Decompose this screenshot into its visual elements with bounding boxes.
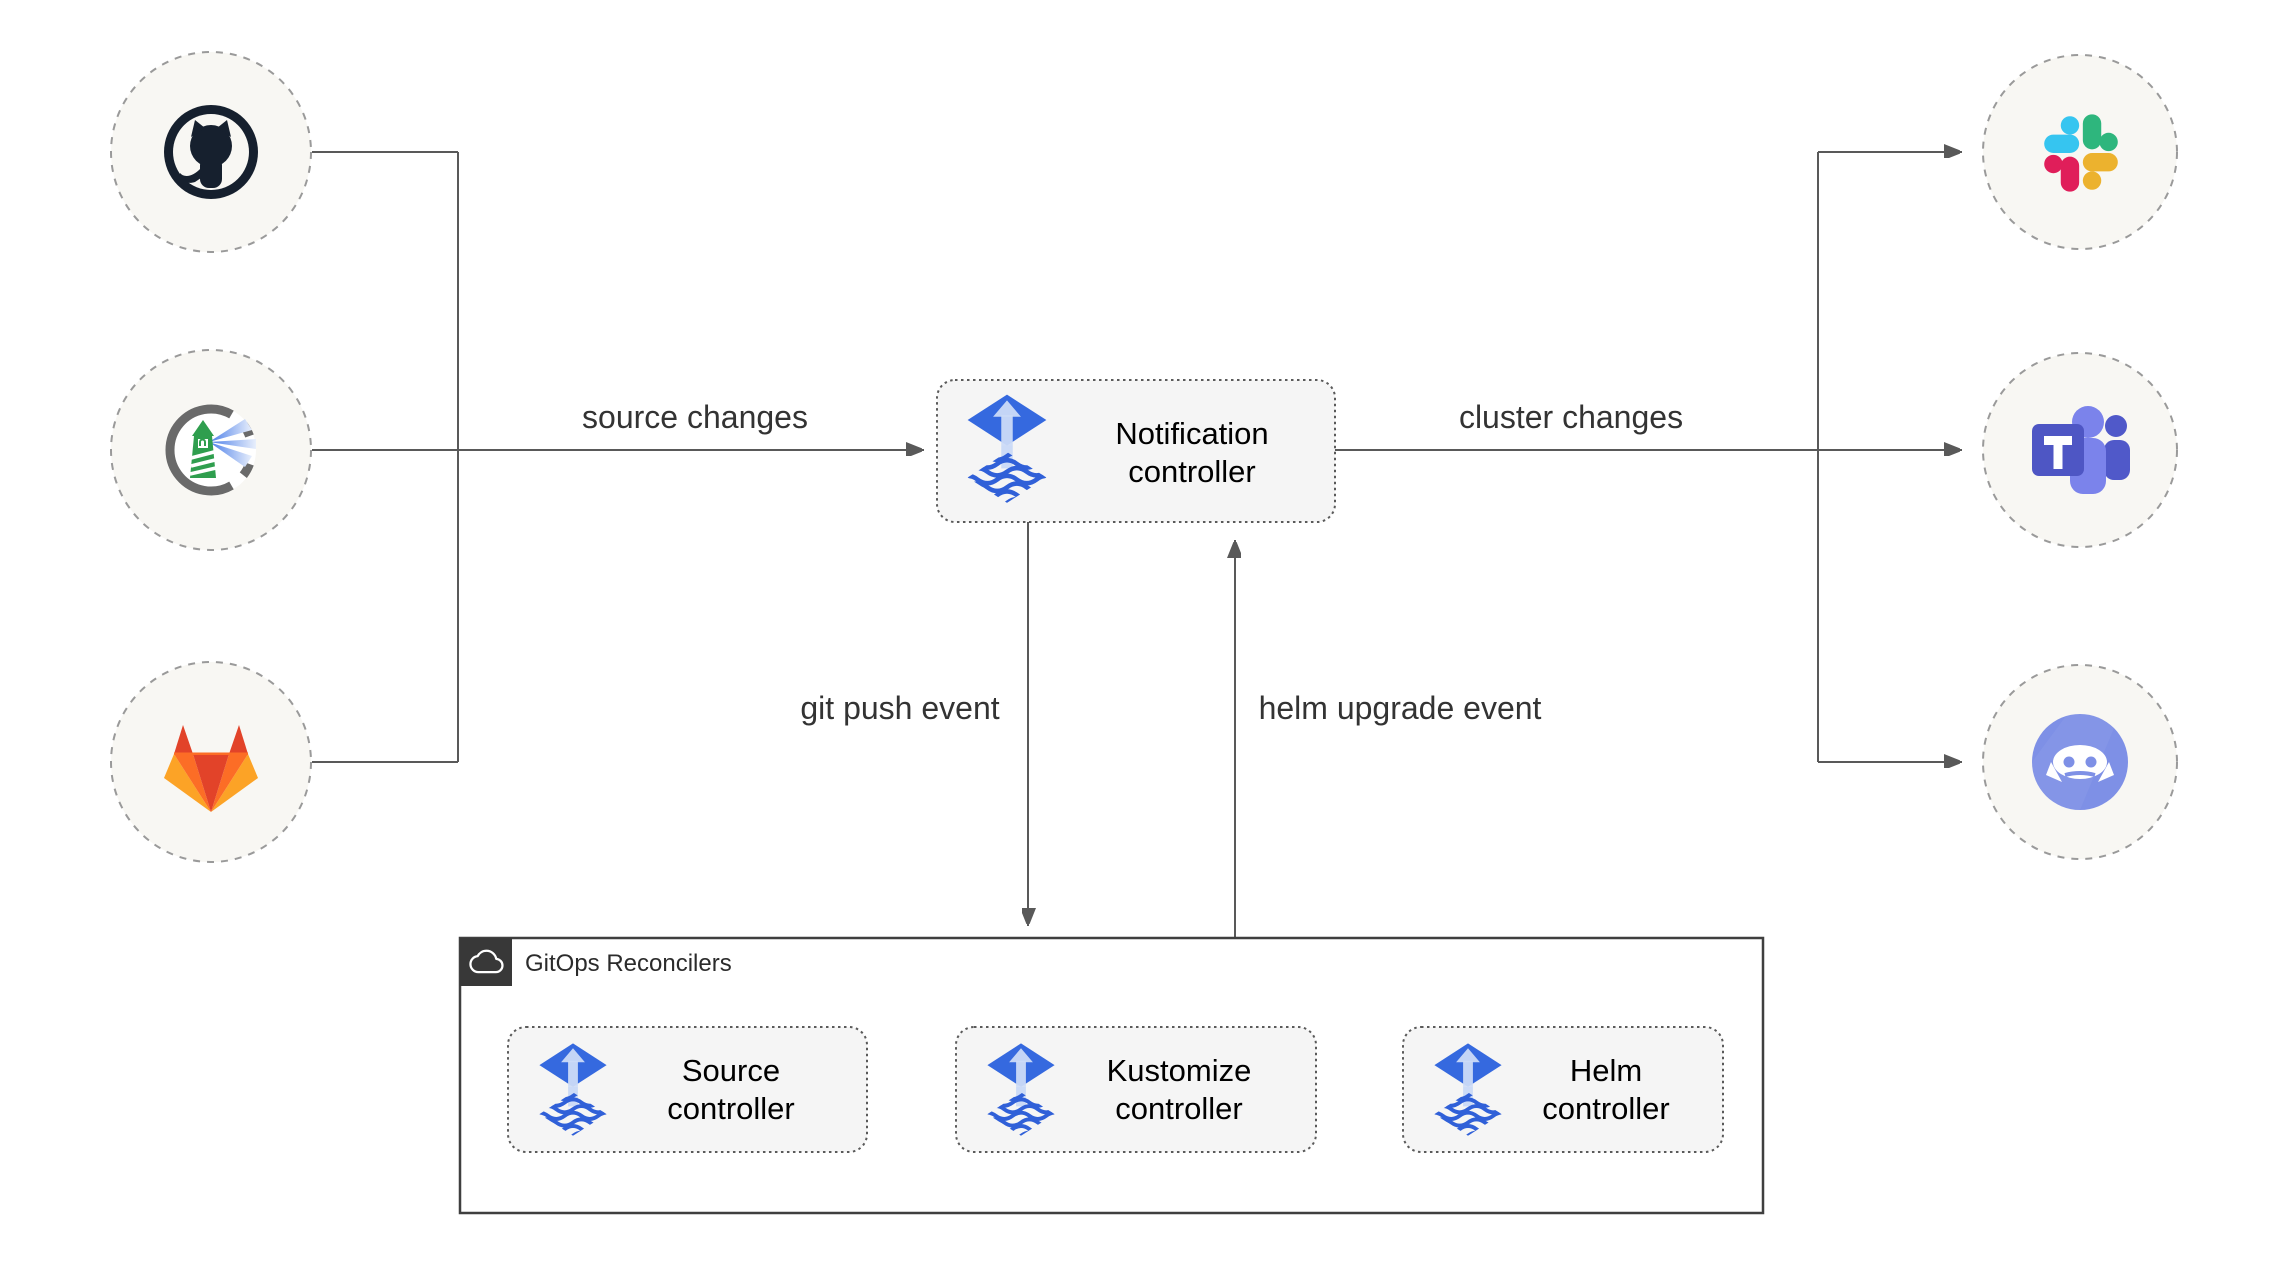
notification-label-line2: controller <box>1128 454 1256 489</box>
node-notification-controller: Notification controller <box>936 379 1336 523</box>
kustomize-label-line1: Kustomize <box>1107 1053 1252 1088</box>
discord-icon <box>2032 713 2128 810</box>
node-kustomize-controller: Kustomize controller <box>955 1026 1317 1153</box>
kustomize-label-line2: controller <box>1115 1091 1243 1126</box>
source-harbor <box>110 349 312 551</box>
source-label-line1: Source <box>682 1053 780 1088</box>
notification-label-line1: Notification <box>1115 416 1268 451</box>
cloud-icon <box>469 949 504 974</box>
source-github <box>110 51 312 253</box>
container-title: GitOps Reconcilers <box>525 950 732 977</box>
gitlab-icon <box>164 725 258 812</box>
target-slack <box>1982 54 2178 250</box>
edge-label-cluster-changes: cluster changes <box>1459 399 1683 435</box>
edge-label-helm-upgrade-event: helm upgrade event <box>1259 690 1542 726</box>
helm-label-line2: controller <box>1542 1091 1670 1126</box>
edge-label-source-changes: source changes <box>582 399 808 435</box>
node-helm-controller: Helm controller <box>1402 1026 1724 1153</box>
helm-label-line1: Helm <box>1570 1053 1642 1088</box>
gitops-reconcilers-container: GitOps Reconcilers Source controller Kus… <box>458 936 1765 1215</box>
kustomize-box <box>955 1026 1317 1153</box>
target-teams <box>1982 352 2178 548</box>
source-gitlab <box>110 661 312 863</box>
slack-circle <box>1982 54 2178 250</box>
target-discord <box>1982 664 2178 860</box>
edge-label-git-push-event: git push event <box>800 690 999 726</box>
teams-icon <box>2032 406 2130 494</box>
harbor-icon <box>165 404 256 496</box>
helm-box <box>1402 1026 1724 1153</box>
node-source-controller: Source controller <box>507 1026 868 1153</box>
container-badge <box>460 938 512 986</box>
github-icon <box>164 105 258 199</box>
source-box <box>507 1026 868 1153</box>
source-label-line2: controller <box>667 1091 795 1126</box>
slack-icon <box>2044 114 2118 192</box>
